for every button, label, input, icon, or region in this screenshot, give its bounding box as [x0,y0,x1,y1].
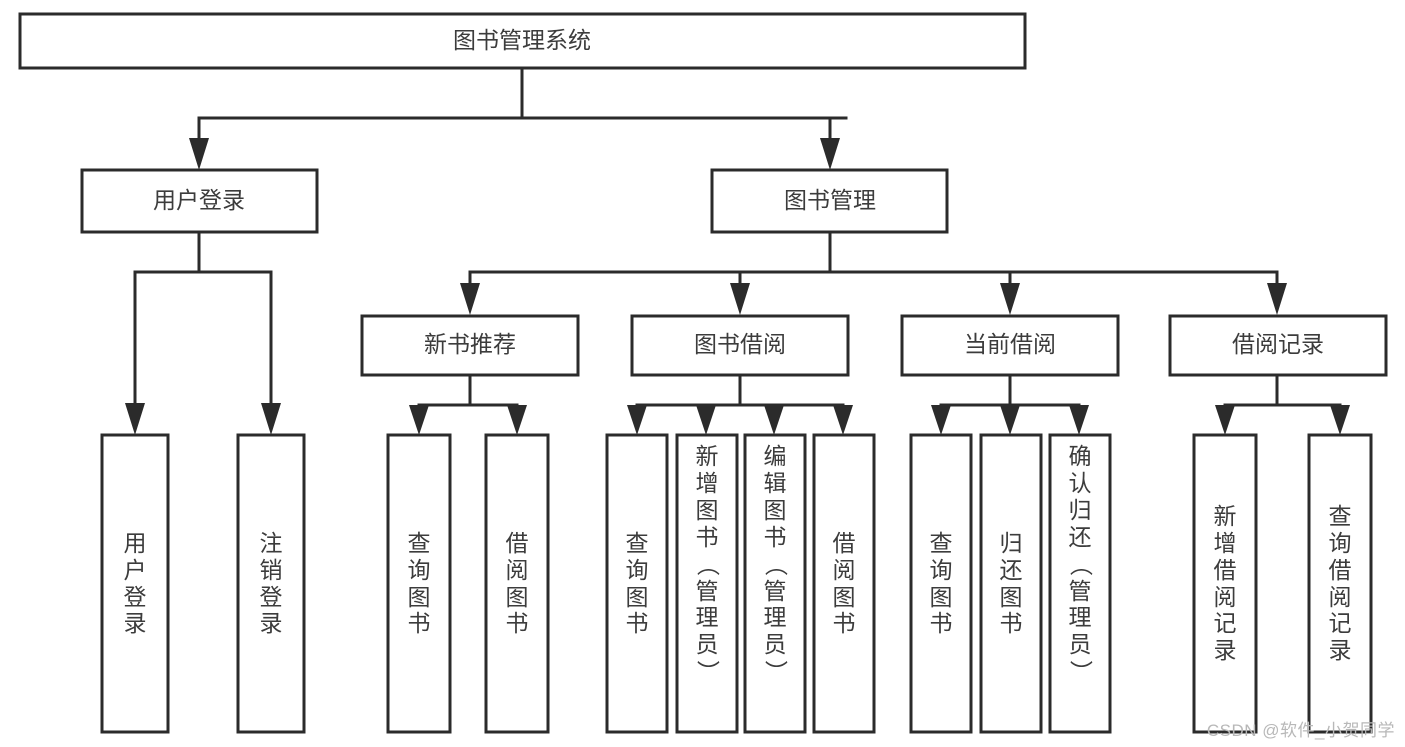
arrowhead-leaf-current-borrow-2 [1000,405,1020,435]
node-book-management-box[interactable] [710,168,949,234]
connectors [125,66,1350,435]
node-book-borrow-box[interactable] [630,314,850,377]
arrowhead-leaf-new-book-1 [409,405,429,435]
node-user-login[interactable]: 用户登录 [80,168,319,234]
node-root-label: 图书管理系统 [453,27,591,53]
leaf-box-user-login-1[interactable] [100,433,170,734]
node-new-book-recommend[interactable]: 新书推荐 [360,314,580,377]
node-current-borrow-label: 当前借阅 [964,331,1056,357]
arrowhead-leaf-new-book-2 [507,405,527,435]
node-borrow-record-box[interactable] [1168,314,1388,377]
arrowhead-book-borrow [730,283,750,315]
arrowhead-leaf-user-login-2 [261,403,281,435]
arrowhead-new-book [460,283,480,315]
leaf-box-book-borrow-4[interactable] [812,433,876,734]
arrowhead-leaf-book-borrow-1 [627,405,647,435]
arrowhead-leaf-book-borrow-4 [833,405,853,435]
arrowhead-user-login [189,138,209,170]
leaf-box-book-borrow-2[interactable] [675,433,739,734]
arrowhead-borrow-record [1267,283,1287,315]
arrowhead-leaf-borrow-record-2 [1330,405,1350,435]
arrowhead-leaf-borrow-record-1 [1215,405,1235,435]
leaf-box-current-borrow-2[interactable] [979,433,1043,734]
node-new-book-recommend-label: 新书推荐 [424,331,516,357]
arrowhead-leaf-user-login-1 [125,403,145,435]
arrowhead-leaf-book-borrow-3 [764,405,784,435]
leaf-box-borrow-record-1[interactable] [1192,433,1258,734]
arrowhead-leaf-book-borrow-2 [696,405,716,435]
node-new-book-recommend-box[interactable] [360,314,580,377]
node-user-login-label: 用户登录 [153,187,245,213]
node-book-borrow-label: 图书借阅 [694,331,786,357]
node-current-borrow[interactable]: 当前借阅 [900,314,1120,377]
arrowhead-book-mgmt [820,138,840,170]
leaf-box-user-login-2[interactable] [236,433,306,734]
leaf-boxes [100,433,1373,734]
leaf-box-new-book-1[interactable] [386,433,452,734]
leaf-box-current-borrow-3[interactable] [1048,433,1112,734]
node-current-borrow-box[interactable] [900,314,1120,377]
leaf-box-current-borrow-1[interactable] [909,433,973,734]
arrowhead-current-borrow [1000,283,1020,315]
leaf-box-borrow-record-2[interactable] [1307,433,1373,734]
arrowhead-leaf-current-borrow-1 [931,405,951,435]
leaf-box-book-borrow-3[interactable] [743,433,807,734]
node-root[interactable]: 图书管理系统 [18,12,1027,70]
node-user-login-box[interactable] [80,168,319,234]
leaf-box-book-borrow-1[interactable] [605,433,669,734]
node-book-management-label: 图书管理 [784,187,876,213]
node-root-box[interactable] [18,12,1027,70]
node-borrow-record-label: 借阅记录 [1232,331,1324,357]
node-borrow-record[interactable]: 借阅记录 [1168,314,1388,377]
node-book-borrow[interactable]: 图书借阅 [630,314,850,377]
node-book-management[interactable]: 图书管理 [710,168,949,234]
leaf-box-new-book-2[interactable] [484,433,550,734]
arrowhead-leaf-current-borrow-3 [1069,405,1089,435]
